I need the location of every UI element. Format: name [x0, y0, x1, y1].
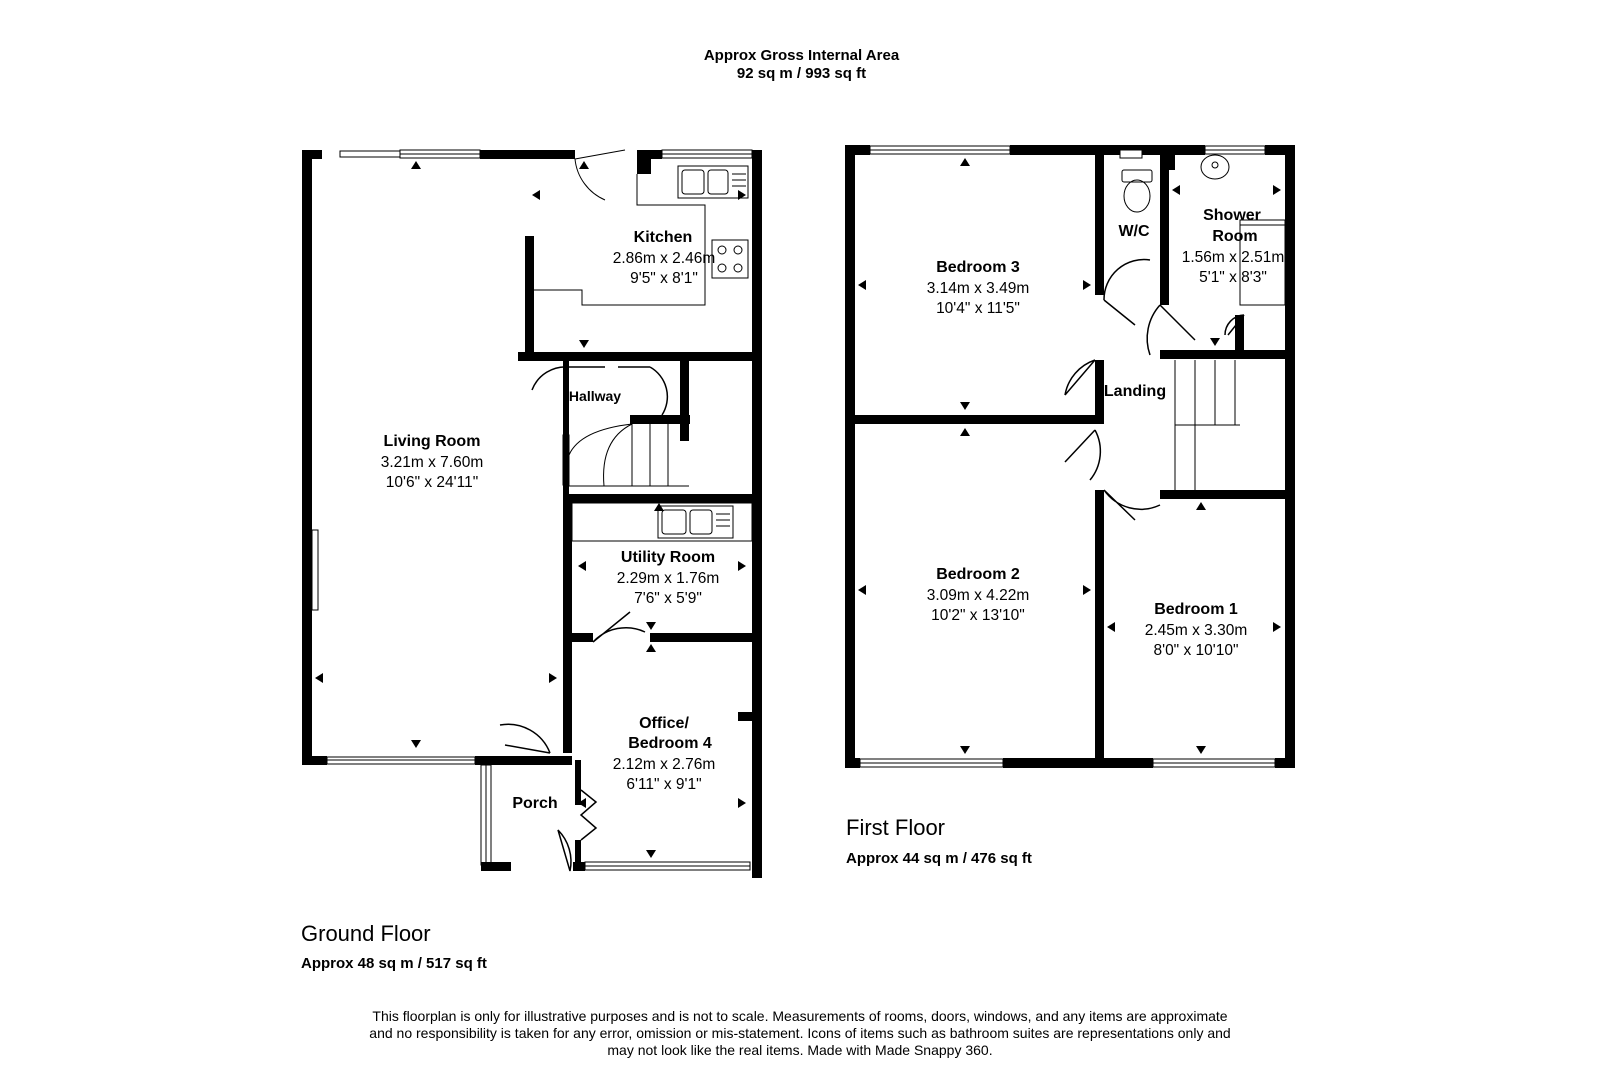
disclaimer-line-3: may not look like the real items. Made w… — [607, 1042, 993, 1058]
bedroom1-imperial: 8'0" x 10'10" — [1153, 642, 1238, 659]
landing-name: Landing — [1104, 383, 1166, 400]
shower-room-imperial: 5'1" x 8'3" — [1199, 269, 1267, 286]
first-floor-plan: Bedroom 3 3.14m x 3.49m 10'4" x 11'5" W/… — [845, 145, 1295, 768]
bedroom2-name: Bedroom 2 — [936, 566, 1020, 583]
bedroom1-metric: 2.45m x 3.30m — [1145, 622, 1248, 639]
kitchen-imperial: 9'5" x 8'1" — [630, 270, 698, 287]
kitchen-name: Kitchen — [634, 229, 693, 246]
shower-room-metric: 1.56m x 2.51m — [1182, 249, 1285, 266]
disclaimer-line-2: and no responsibility is taken for any e… — [369, 1025, 1231, 1041]
office-name-line1: Office/ — [639, 715, 689, 732]
shower-room-name-line2: Room — [1212, 228, 1257, 245]
bedroom3-name: Bedroom 3 — [936, 259, 1020, 276]
bedroom3-imperial: 10'4" x 11'5" — [936, 300, 1020, 317]
gross-area-value: 92 sq m / 993 sq ft — [736, 65, 867, 82]
shower-room-name-line1: Shower — [1203, 207, 1261, 224]
bedroom2-imperial: 10'2" x 13'10" — [931, 607, 1025, 624]
kitchen-metric: 2.86m x 2.46m — [613, 250, 716, 267]
disclaimer-line-1: This floorplan is only for illustrative … — [372, 1008, 1228, 1024]
living-room-name: Living Room — [384, 433, 481, 450]
utility-room-name: Utility Room — [621, 549, 715, 566]
bedroom1-name: Bedroom 1 — [1154, 601, 1238, 618]
bedroom2-metric: 3.09m x 4.22m — [927, 587, 1030, 604]
office-name-line2: Bedroom 4 — [628, 735, 712, 752]
hallway-name: Hallway — [569, 388, 621, 404]
ground-floor-title: Ground Floor — [301, 921, 431, 946]
ground-floor-plan: Kitchen 2.86m x 2.46m 9'5" x 8'1" Living… — [302, 149, 762, 878]
disclaimer-text: This floorplan is only for illustrative … — [330, 1008, 1270, 1059]
first-floor-area: Approx 44 sq m / 476 sq ft — [846, 850, 1032, 867]
ground-floor-area: Approx 48 sq m / 517 sq ft — [301, 955, 487, 972]
wc-name: W/C — [1118, 223, 1150, 240]
first-floor-title: First Floor — [846, 815, 945, 840]
gross-area-title: Approx Gross Internal Area — [703, 47, 900, 64]
office-metric: 2.12m x 2.76m — [613, 756, 716, 773]
bedroom3-metric: 3.14m x 3.49m — [927, 280, 1030, 297]
office-imperial: 6'11" x 9'1" — [626, 776, 701, 793]
living-room-metric: 3.21m x 7.60m — [381, 454, 484, 471]
utility-room-metric: 2.29m x 1.76m — [617, 570, 720, 587]
porch-name: Porch — [512, 795, 557, 812]
living-room-imperial: 10'6" x 24'11" — [386, 474, 478, 491]
utility-room-imperial: 7'6" x 5'9" — [634, 590, 702, 607]
